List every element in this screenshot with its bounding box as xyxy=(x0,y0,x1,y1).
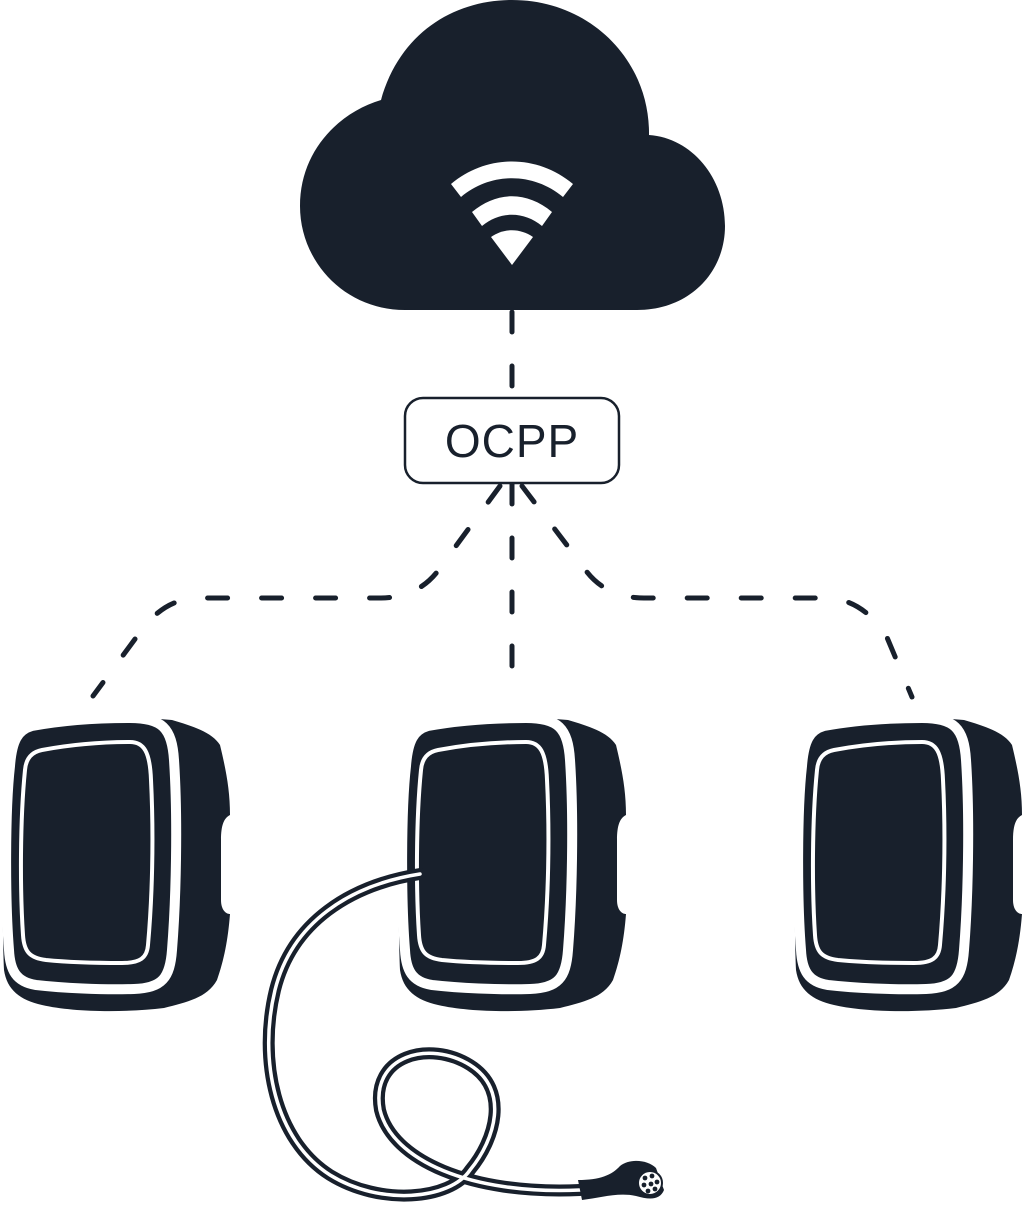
cloud-icon xyxy=(300,0,725,310)
charger-left xyxy=(3,718,230,1011)
ocpp-protocol-box: OCPP xyxy=(403,396,621,485)
type2-plug-icon xyxy=(578,1160,664,1200)
wifi-icon xyxy=(451,161,573,265)
ocpp-label: OCPP xyxy=(445,415,579,467)
connection-lines xyxy=(90,309,915,703)
ocpp-to-left-charger-link xyxy=(90,483,503,699)
charger-center xyxy=(399,718,626,1011)
charger-right xyxy=(795,718,1022,1011)
ocpp-to-right-charger-link xyxy=(519,483,915,700)
charging-cable-icon-inner xyxy=(266,872,582,1198)
